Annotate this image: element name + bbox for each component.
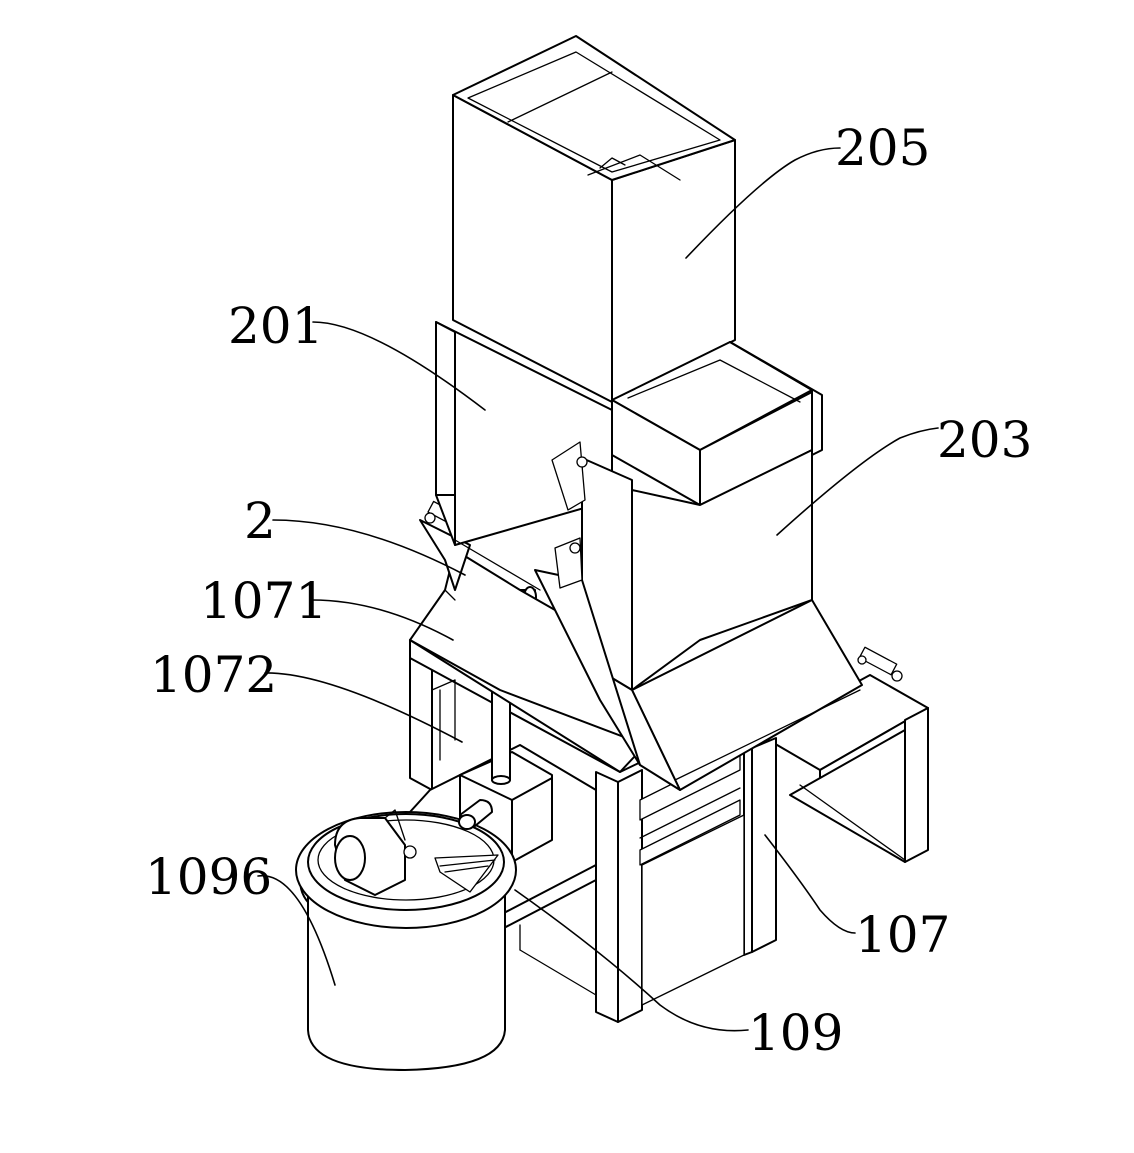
- top-hopper: [452, 35, 736, 403]
- leader-lines: [257, 147, 939, 1032]
- label-1072: 1072: [150, 646, 277, 704]
- label-2: 2: [244, 492, 276, 550]
- label-109: 109: [748, 1004, 843, 1062]
- leader-201: [312, 321, 486, 411]
- label-201: 201: [228, 297, 323, 355]
- leader-109: [514, 889, 749, 1032]
- label-1096: 1096: [145, 848, 272, 906]
- right-body: [534, 341, 863, 791]
- leader-205: [685, 147, 841, 259]
- label-1071: 1071: [200, 572, 327, 630]
- leader-1071: [311, 599, 454, 641]
- label-203: 203: [937, 411, 1032, 469]
- leader-203: [776, 427, 939, 536]
- label-205: 205: [835, 119, 930, 177]
- label-107: 107: [855, 906, 950, 964]
- leader-107: [764, 834, 856, 934]
- leader-1072: [264, 672, 463, 743]
- bucket: [295, 799, 517, 1071]
- rear-table: [759, 646, 929, 863]
- leader-2: [272, 519, 466, 576]
- labels: 205 201 203 2 1071 1072 1096 107 109: [145, 119, 1032, 1062]
- leader-1096: [257, 874, 336, 986]
